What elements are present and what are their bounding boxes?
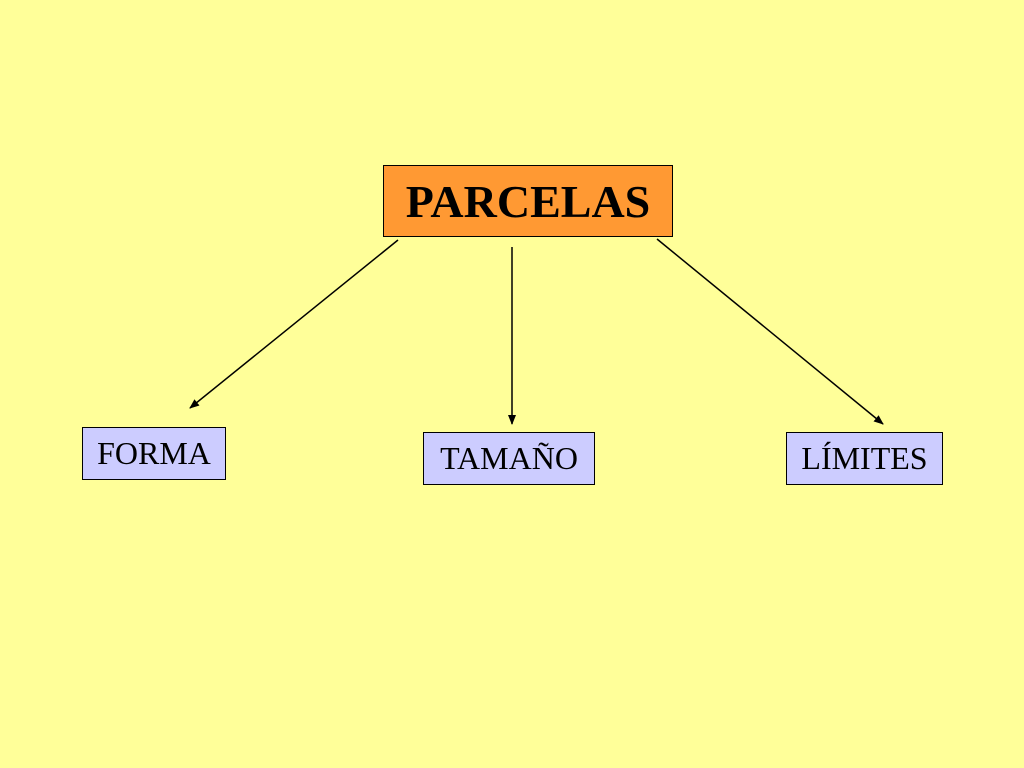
arrow-to-limites [656,238,884,425]
child-node-tamano: TAMAÑO [423,432,595,485]
child-node-label: LÍMITES [801,440,928,476]
child-node-label: TAMAÑO [440,440,578,476]
child-node-limites: LÍMITES [786,432,943,485]
child-node-forma: FORMA [82,427,226,480]
child-node-label: FORMA [97,435,211,471]
root-node-parcelas: PARCELAS [383,165,673,237]
arrow-to-forma [189,239,399,409]
root-node-label: PARCELAS [405,175,651,227]
